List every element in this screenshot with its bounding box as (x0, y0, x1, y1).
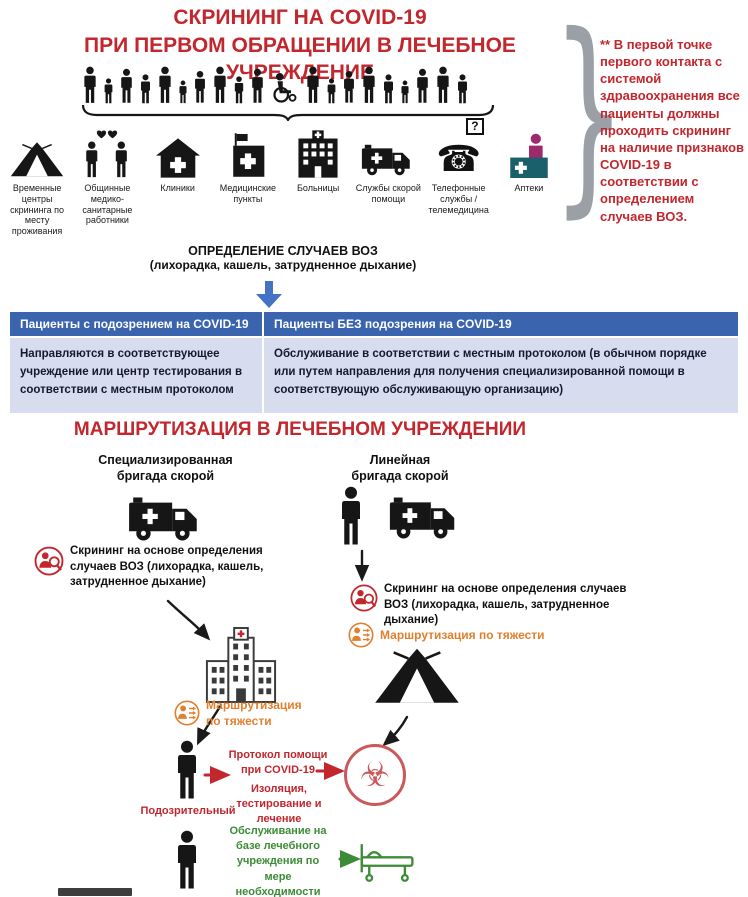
triage-icon (348, 622, 374, 648)
person-icon (193, 70, 207, 104)
who-def-symptoms: (лихорадка, кашель, затрудненное дыхание… (149, 258, 417, 272)
facility-item: Службы скорой помощи (353, 120, 423, 237)
who-case-definition: ОПРЕДЕЛЕНИЕ СЛУЧАЕВ ВОЗ (лихорадка, каше… (2, 244, 564, 272)
person-icon (212, 66, 228, 104)
table-header-suspected: Пациенты с подозрением на COVID-19 (10, 312, 262, 336)
hospital-building-icon (204, 626, 278, 704)
telephone-icon: ☎ ? (434, 118, 484, 180)
child-icon (178, 80, 188, 104)
table-cell-suspected: Направляются в соответствующее учреждени… (10, 338, 262, 414)
table-header-not-suspected: Пациенты БЕЗ подозрения на COVID-19 (264, 312, 738, 336)
triage-table: Пациенты с подозрением на COVID-19 Пацие… (10, 312, 738, 414)
screening-text-left: Скрининг на основе определения случаев В… (70, 545, 264, 589)
population-icons (82, 60, 498, 104)
non-suspect-care-text: Обслуживание на базе лечебного учреждени… (229, 825, 327, 897)
routing-title: МАРШРУТИЗАЦИЯ В ЛЕЧЕБНОМ УЧРЕЖДЕНИИ (73, 419, 527, 440)
page-title: СКРИНИНГ НА COVID-19 ПРИ ПЕРВОМ ОБРАЩЕНИ… (10, 4, 590, 87)
person-icon (456, 74, 469, 104)
who-def-title: ОПРЕДЕЛЕНИЕ СЛУЧАЕВ ВОЗ (188, 244, 378, 258)
screening-note: ** В первой точке первого контакта с сис… (600, 37, 745, 224)
table-cell-not-suspected: Обслуживание в соответствии с местным пр… (264, 338, 738, 414)
wheelchair-icon (270, 72, 300, 104)
person-icon (435, 66, 451, 104)
facility-item: Больницы (283, 120, 353, 237)
specialized-ambulance-icon (125, 494, 207, 544)
field-tent-icon (374, 646, 460, 708)
facility-item: Клиники (143, 120, 213, 237)
medical-post-icon (227, 120, 269, 178)
person-icon (119, 68, 134, 104)
facility-label: Больницы (296, 183, 340, 193)
triage-text-left: Маршрутизация по тяжести (206, 698, 302, 728)
facility-label: Телефонные службы / телемедицина (428, 183, 489, 215)
person-icon (82, 66, 98, 104)
brace-icon: } (552, 0, 627, 236)
hospital-bed-icon (358, 842, 418, 882)
facility-label: Общинные медико-санитарные работники (82, 183, 133, 226)
pharmacy-icon (506, 120, 552, 178)
paramedic-person-icon (338, 486, 364, 546)
biohazard-glyph: ☣ (359, 755, 391, 795)
patient-person-icon (174, 830, 200, 890)
suspect-person-icon (174, 740, 200, 800)
facility-item: Аптеки (494, 120, 564, 237)
person-icon (139, 74, 152, 104)
person-icon (415, 68, 430, 104)
tent-icon (10, 120, 64, 178)
screening-text-right: Скрининг на основе определения случаев В… (384, 583, 627, 627)
ambulance-icon (359, 120, 417, 178)
cropped-footer-text (58, 888, 132, 896)
facilities-row: Временные центры скрининга по месту прож… (2, 118, 564, 237)
person-icon (361, 66, 377, 104)
down-arrow-icon (256, 281, 282, 308)
underbrace-icon (81, 104, 495, 121)
hospital-icon (296, 120, 340, 178)
biohazard-icon: ☣ (344, 744, 406, 806)
facility-item: Временные центры скрининга по месту прож… (2, 120, 72, 237)
screening-magnifier-icon (350, 584, 378, 612)
facility-label: Медицинские пункты (219, 183, 277, 204)
person-icon (305, 66, 321, 104)
triage-icon (174, 700, 200, 726)
facility-label: Клиники (160, 183, 195, 193)
screening-magnifier-icon (34, 546, 64, 576)
suspect-label: Подозрительный (140, 805, 236, 817)
facility-item: Медицинские пункты (213, 120, 283, 237)
title-line1: СКРИНИНГ НА COVID-19 (173, 6, 427, 29)
team-left-label: Специализированная бригада скорой (98, 453, 233, 484)
team-right-label: Линейная бригада скорой (351, 453, 449, 484)
community-workers-icon (80, 120, 134, 178)
person-icon (250, 68, 265, 104)
child-icon (103, 78, 114, 104)
person-icon (157, 66, 173, 104)
facility-label: Службы скорой помощи (355, 183, 421, 204)
clinic-icon (156, 120, 200, 178)
person-icon (233, 76, 245, 104)
triage-text-right: Маршрутизация по тяжести (380, 628, 545, 642)
title-line2: ПРИ ПЕРВОМ ОБРАЩЕНИИ В ЛЕЧЕБНОЕ УЧРЕЖДЕН… (84, 33, 516, 85)
phone-glyph: ☎ (436, 139, 482, 180)
child-icon (400, 80, 410, 104)
facility-item: Общинные медико-санитарные работники (72, 120, 142, 237)
facility-item: ☎ ? Телефонные службы / телемедицина (424, 118, 494, 237)
facility-label: Временные центры скрининга по месту прож… (10, 183, 65, 237)
protocol-title: Протокол помощи при COVID-19 (228, 749, 328, 776)
person-icon (342, 70, 356, 104)
question-bubble-icon: ? (466, 118, 484, 136)
protocol-actions: Изоляция, тестирование и лечение (236, 783, 322, 825)
line-ambulance-icon (386, 494, 464, 542)
child-icon (326, 78, 337, 104)
person-icon (382, 74, 395, 104)
facility-label: Аптеки (514, 183, 544, 193)
